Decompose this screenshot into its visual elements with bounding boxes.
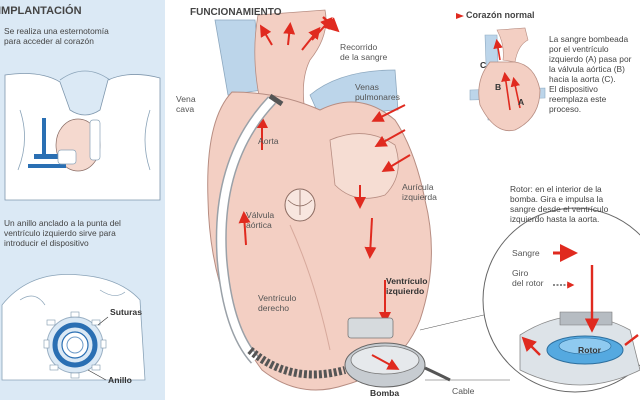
- desc-line: izquierdo (A) pasa por: [549, 54, 632, 64]
- label-ventriculo-derecho: Ventrículo derecho: [258, 293, 296, 313]
- ventriculo-izq-line: izquierdo: [386, 286, 425, 296]
- ventriculo-der-line: derecho: [258, 303, 290, 313]
- desc-line: hacia la aorta (C).: [549, 74, 616, 84]
- rotor-desc-line: sangre desde el ventrículo: [510, 204, 609, 214]
- label-vena-cava: Vena cava: [176, 94, 196, 114]
- vena-cava-line: cava: [176, 104, 195, 114]
- label-rotor: Rotor: [578, 345, 601, 355]
- auricula-line: Aurícula: [402, 182, 434, 192]
- recorrido-arrow-icon: [322, 16, 340, 33]
- corazon-normal-description: La sangre bombeada por el ventrículo izq…: [549, 34, 640, 114]
- desc-line: La sangre bombeada: [549, 34, 629, 44]
- rotor-description: Rotor: en el interior de la bomba. Gira …: [510, 184, 638, 224]
- rotor-desc-line: Rotor: en el interior de la: [510, 184, 602, 194]
- giro-line: del rotor: [512, 278, 544, 288]
- step2-line: ventrículo izquierdo sirve para: [4, 228, 116, 238]
- normal-heart-illustration: [469, 27, 546, 132]
- label-auricula: Aurícula izquierda: [402, 182, 437, 202]
- venas-pulmonares-line: Venas: [355, 82, 379, 92]
- legend-sangre-label: Sangre: [512, 248, 540, 258]
- heart-illustration: [207, 9, 432, 391]
- step2-line: introducir el dispositivo: [4, 238, 89, 248]
- desc-line: reemplaza este: [549, 94, 607, 104]
- implantacion-step2: Un anillo anclado a la punta del ventríc…: [4, 218, 164, 248]
- pump-bomba: [344, 317, 451, 388]
- desc-line: por el ventrículo: [549, 44, 609, 54]
- step2-line: Un anillo anclado a la punta del: [4, 218, 121, 228]
- label-valvula: Válvula aórtica: [246, 210, 274, 230]
- desc-line: El dispositivo: [549, 84, 598, 94]
- label-anillo: Anillo: [108, 375, 132, 385]
- legend-giro-label: Giro del rotor: [512, 268, 544, 288]
- label-aorta: Aorta: [258, 136, 279, 146]
- implantacion-step1: Se realiza una esternotomía para acceder…: [4, 26, 164, 46]
- giro-line: Giro: [512, 268, 529, 278]
- step1-line: para acceder al corazón: [4, 36, 94, 46]
- recorrido-line: de la sangre: [340, 52, 388, 62]
- step1-line: Se realiza una esternotomía: [4, 26, 109, 36]
- label-recorrido: Recorrido de la sangre: [340, 42, 387, 62]
- corazon-normal-triangle-icon: [456, 13, 464, 19]
- chest-illustration: [4, 70, 161, 201]
- valvula-line: Válvula: [246, 210, 275, 220]
- label-bomba: Bomba: [370, 388, 400, 398]
- label-cable: Cable: [452, 386, 475, 396]
- funcionamiento-title: FUNCIONAMIENTO: [190, 7, 282, 18]
- label-venas-pulmonares: Venas pulmonares: [355, 82, 400, 102]
- label-ventriculo-izquierdo: Ventrículo izquierdo: [386, 276, 428, 296]
- ventriculo-der-line: Ventrículo: [258, 293, 297, 303]
- auricula-line: izquierda: [402, 192, 437, 202]
- marker-a: A: [518, 97, 525, 107]
- implantacion-title: IMPLANTACIÓN: [0, 5, 82, 17]
- rotor-detail-circle: [482, 207, 640, 393]
- marker-c: C: [480, 60, 487, 70]
- rotor-desc-line: bomba. Gira e impulsa la: [510, 194, 604, 204]
- marker-b: B: [495, 82, 502, 92]
- rotor-desc-line: izquierdo hasta la aorta.: [510, 214, 600, 224]
- recorrido-line: Recorrido: [340, 42, 378, 52]
- venas-pulmonares-line: pulmonares: [355, 92, 400, 102]
- ventriculo-izq-line: Ventrículo: [386, 276, 428, 286]
- anillo-illustration: [1, 274, 146, 381]
- desc-line: la válvula aórtica (B): [549, 64, 625, 74]
- corazon-normal-title: Corazón normal: [466, 10, 535, 20]
- desc-line: proceso.: [549, 104, 582, 114]
- graft-tube: [215, 93, 347, 379]
- label-suturas: Suturas: [110, 307, 142, 317]
- vena-cava-line: Vena: [176, 94, 196, 104]
- valvula-line: aórtica: [246, 220, 272, 230]
